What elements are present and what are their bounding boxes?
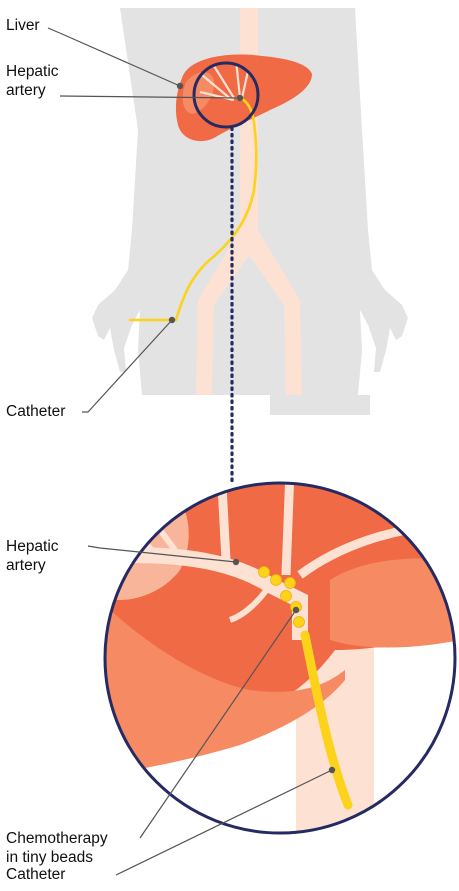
label-liver: Liver (6, 16, 40, 35)
zoomed-view (100, 470, 459, 840)
label-catheter-zoom: Catheter (6, 865, 65, 884)
label-catheter: Catheter (6, 402, 65, 421)
label-hepatic-artery: Hepatic artery (6, 62, 59, 100)
label-hepatic-artery-zoom: Hepatic artery (6, 537, 59, 575)
label-chemotherapy: Chemotherapy in tiny beads (6, 829, 108, 867)
